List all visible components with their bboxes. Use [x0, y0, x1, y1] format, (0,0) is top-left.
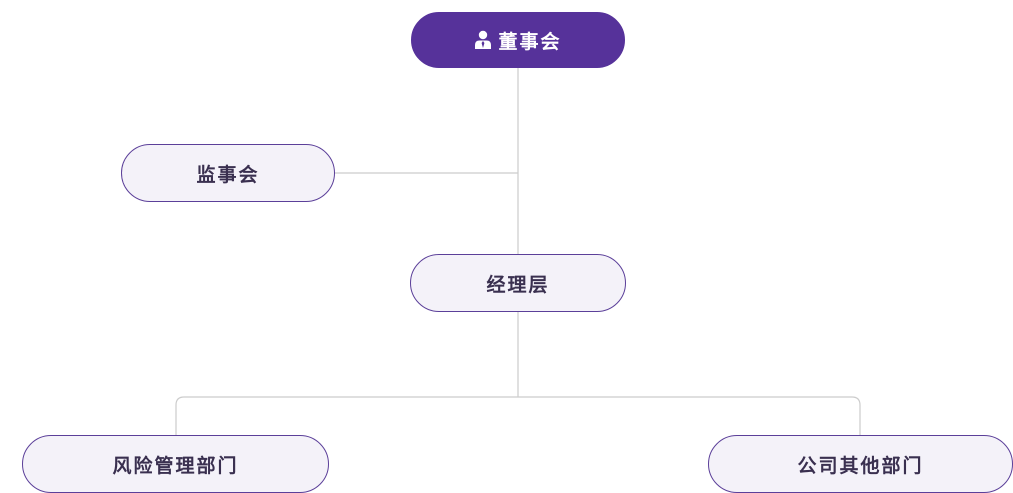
management-node[interactable]: 经理层 — [410, 254, 626, 312]
person-icon — [474, 30, 492, 50]
risk-management-dept-node[interactable]: 风险管理部门 — [22, 435, 329, 493]
supervisory-board-node[interactable]: 监事会 — [121, 144, 335, 202]
board-label: 董事会 — [498, 30, 562, 53]
risk-management-dept-label: 风险管理部门 — [112, 454, 239, 477]
management-label: 经理层 — [486, 273, 550, 296]
connector-branch — [175, 396, 861, 435]
supervisory-board-label: 监事会 — [196, 163, 260, 186]
other-dept-node[interactable]: 公司其他部门 — [708, 435, 1013, 493]
other-dept-label: 公司其他部门 — [797, 454, 924, 477]
board-node[interactable]: 董事会 — [411, 12, 625, 68]
